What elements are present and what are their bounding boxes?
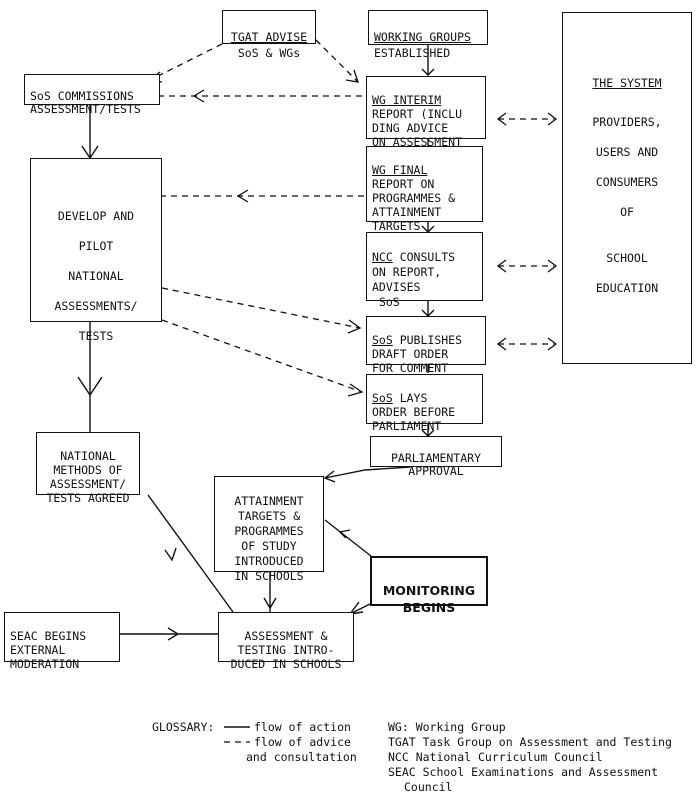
monitoring-line: MONITORING [382, 583, 476, 598]
sos-commissions-line: SoS COMMISSIONS [30, 89, 134, 103]
sos-publishes-line: FOR COMMENT [372, 361, 449, 375]
glossary-action: flow of action [254, 720, 351, 734]
assessment-testing-line: DUCED IN SCHOOLS [230, 657, 342, 671]
develop-line: ASSESSMENTS/ [54, 299, 138, 313]
system-line: OF [620, 205, 634, 219]
assessment-testing-box: ASSESSMENT & TESTING INTRO- DUCED IN SCH… [218, 612, 354, 671]
seac-line: EXTERNAL [10, 643, 66, 657]
attainment-line: OF STUDY [241, 539, 297, 553]
parliamentary-line: PARLIAMENTARY [390, 451, 481, 465]
wg-final-line: TARGETS [372, 219, 421, 233]
tgat-line: SoS & WGs [237, 46, 301, 60]
develop-line: NATIONAL [68, 269, 124, 283]
sos-lays-line: LAYS [392, 391, 428, 405]
ncc-consults-title: NCC [372, 250, 393, 264]
parliamentary-approval-box: PARLIAMENTARY APPROVAL [370, 436, 502, 478]
sos-publishes-box: SoS PUBLISHES DRAFT ORDER FOR COMMENT [366, 316, 486, 375]
wg-final-box: WG FINAL REPORT ON PROGRAMMES & ATTAINME… [366, 146, 483, 233]
develop-line: DEVELOP AND [57, 209, 135, 223]
wg-interim-box: WG INTERIM REPORT (INCLU DING ADVICE ON … [366, 76, 486, 149]
glossary-advice: and consultation [246, 750, 357, 764]
glossary-seac: SEAC School Examinations and Assessment [388, 765, 659, 779]
arrow-head [421, 68, 435, 76]
system-line: PROVIDERS, [592, 115, 662, 129]
sos-publishes-line: PUBLISHES [392, 333, 463, 347]
glossary-tgat: TGAT Task Group on Assessment and Testin… [388, 735, 672, 749]
assessment-testing-line: ASSESSMENT & [244, 629, 328, 643]
wg-final-line: PROGRAMMES & [372, 191, 456, 205]
system-box: THE SYSTEM PROVIDERS, USERS AND CONSUMER… [562, 12, 692, 364]
glossary-wg: WG: Working Group [388, 720, 506, 734]
working-groups-box: WORKING GROUPS ESTABLISHED [368, 10, 488, 60]
system-line: USERS AND [595, 145, 659, 159]
attainment-line: PROGRAMMES [234, 524, 304, 538]
glossary-label: GLOSSARY: [152, 720, 215, 734]
wg-interim-title: WG INTERIM [372, 93, 442, 107]
working-groups-line: ESTABLISHED [374, 46, 451, 60]
ncc-consults-line: SoS [378, 295, 400, 309]
system-line: CONSUMERS [595, 175, 659, 189]
national-methods-line: METHODS OF [53, 463, 123, 477]
sos-commissions-box: SoS COMMISSIONS ASSESSMENT/TESTS [24, 74, 160, 116]
parliamentary-line: APPROVAL [408, 464, 464, 478]
attainment-line: INTRODUCED [234, 554, 304, 568]
wg-final-line: ATTAINMENT [372, 205, 442, 219]
ncc-consults-line: ON REPORT, [372, 265, 442, 279]
sos-publishes-line: DRAFT ORDER [372, 347, 449, 361]
glossary-seac: Council [404, 780, 453, 794]
develop-line: PILOT [78, 239, 114, 253]
assessment-testing-line: TESTING INTRO- [237, 643, 335, 657]
working-groups-title: WORKING GROUPS [374, 30, 471, 44]
develop-pilot-box: DEVELOP AND PILOT NATIONAL ASSESSMENTS/ … [30, 158, 162, 343]
tgat-title: TGAT ADVISE [230, 30, 308, 44]
system-line: SCHOOL [606, 251, 648, 265]
glossary-ncc: NCC National Curriculum Council [388, 750, 603, 764]
wg-final-title: WG FINAL [372, 163, 428, 177]
advice-line [149, 43, 223, 81]
national-methods-line: NATIONAL [60, 449, 116, 463]
sos-lays-line: ORDER BEFORE [372, 405, 456, 419]
wg-interim-line: DING ADVICE [372, 121, 449, 135]
ncc-consults-box: NCC CONSULTS ON REPORT, ADVISES SoS [366, 232, 483, 309]
seac-line: SEAC BEGINS [10, 629, 87, 643]
system-title: THE SYSTEM [592, 76, 662, 90]
system-line: EDUCATION [595, 281, 659, 295]
seac-box: SEAC BEGINS EXTERNAL MODERATION [4, 612, 120, 671]
national-methods-line: ASSESSMENT/ [49, 477, 127, 491]
ncc-consults-line: ADVISES [372, 280, 421, 294]
national-methods-box: NATIONAL METHODS OF ASSESSMENT/ TESTS AG… [36, 432, 140, 505]
monitoring-line: BEGINS [402, 600, 456, 615]
ncc-consults-line: CONSULTS [392, 250, 456, 264]
glossary-advice: flow of advice [254, 735, 351, 749]
sos-publishes-title: SoS [372, 333, 393, 347]
attainment-line: IN SCHOOLS [234, 569, 304, 583]
wg-interim-line: REPORT (INCLU [372, 107, 463, 121]
wg-final-line: REPORT ON [372, 177, 435, 191]
sos-lays-title: SoS [372, 391, 393, 405]
sos-lays-box: SoS LAYS ORDER BEFORE PARLIAMENT [366, 374, 483, 433]
attainment-box: ATTAINMENT TARGETS & PROGRAMMES OF STUDY… [214, 476, 324, 583]
sos-lays-line: PARLIAMENT [372, 419, 442, 433]
sos-commissions-line: ASSESSMENT/TESTS [30, 102, 141, 116]
wg-interim-line: ON ASSESSMENT [372, 135, 463, 149]
attainment-line: TARGETS & [237, 509, 301, 523]
monitoring-box: MONITORING BEGINS [370, 556, 488, 615]
attainment-line: ATTAINMENT [234, 494, 304, 508]
national-methods-line: TESTS AGREED [46, 491, 130, 505]
tgat-box: TGAT ADVISE SoS & WGs [222, 10, 316, 60]
seac-line: MODERATION [10, 657, 80, 671]
develop-line: TESTS [78, 329, 114, 343]
